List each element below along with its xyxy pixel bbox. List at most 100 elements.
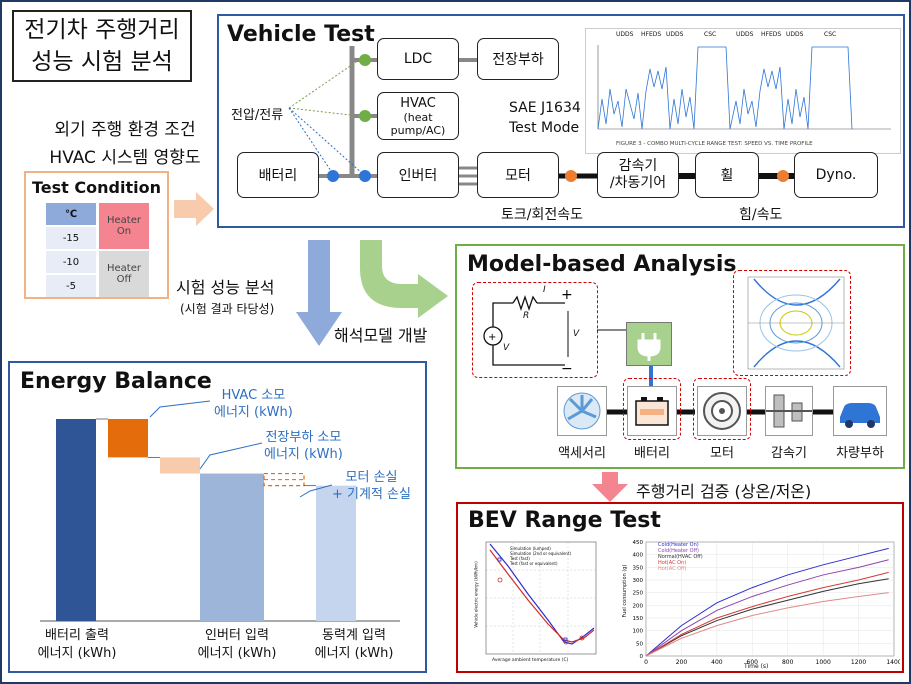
profile-label: UDDS — [666, 31, 684, 38]
series-line — [645, 547, 889, 657]
y-tick-label: 200 — [633, 603, 644, 609]
y-tick-label: 150 — [633, 616, 644, 622]
x-tick-label: 200 — [676, 659, 688, 666]
motor-loss-label: 모터 손실 + 기계적 손실 — [332, 470, 411, 502]
x-label-battery: 배터리 출력 에너지 (kWh) — [37, 628, 117, 661]
left-chart-xlabel: Average ambient temperature (C) — [492, 658, 569, 663]
energy-balance-title: Energy Balance — [20, 369, 212, 394]
arrow-right-icon — [174, 192, 214, 226]
x-tick-label: 400 — [711, 659, 723, 666]
reducer-label: 감속기 — [771, 446, 807, 461]
y-tick-label: 300 — [633, 578, 644, 584]
electric-load-box: 전장부하 — [477, 38, 559, 80]
legend-item: Hot(AC Off) — [658, 566, 687, 572]
hvac-sub-label: (heat pump/AC) — [390, 110, 446, 137]
energy-vs-temp-chart: Simulation (lumped) Simulation (2nd or e… — [468, 536, 600, 668]
vehicle-test-panel: Vehicle Test LDC 전장부하 HVAC (heat pump/AC… — [217, 14, 905, 228]
inverter-box: 인버터 — [377, 152, 459, 198]
test-analysis-label: 시험 성능 분석 — [176, 278, 275, 297]
x-label-inverter: 인버터 입력 에너지 (kWh) — [197, 628, 277, 661]
gear-reducer-icon — [765, 386, 813, 436]
hvac-energy-label: HVAC 소모 에너지 (kWh) — [214, 388, 293, 420]
svg-text:+: + — [561, 287, 573, 303]
legend-item: Cold(Heater Off) — [658, 548, 699, 554]
profile-label: UDDS — [786, 31, 804, 38]
y-tick-label: 0 — [640, 654, 644, 660]
battery-highlight — [623, 378, 681, 440]
bev-range-panel: BEV Range Test Simulation (lumped) Simul… — [456, 502, 904, 673]
bev-title: BEV Range Test — [468, 508, 661, 533]
series-line — [645, 559, 889, 657]
legend-item: Simulation (2nd or equivalent) — [510, 551, 572, 556]
legend-item: Normal(HVAC Off) — [658, 554, 703, 560]
svg-text:+: + — [488, 332, 496, 343]
test-analysis-sub-label: (시험 결과 타당성) — [180, 302, 275, 316]
title-line-2: 성능 시험 분석 — [31, 49, 173, 75]
x-tick-label: 800 — [782, 659, 794, 666]
wheel-box: 휠 — [695, 152, 759, 198]
right-chart-xlabel: Time (s) — [744, 663, 769, 670]
temp-cell: -15 — [46, 227, 96, 249]
profile-label: UDDS — [616, 31, 634, 38]
resistor-label: R — [523, 311, 530, 321]
arrow-curve-icon — [360, 240, 448, 318]
motor-loss-callout — [299, 484, 333, 498]
speed-profile-chart: UDDS HFEDS UDDS CSC UDDS HFEDS UDDS CSC … — [585, 28, 901, 154]
y-tick-label: 400 — [633, 553, 644, 559]
right-chart-legend: Cold(Heater On) Cold(Heater Off) Normal(… — [658, 542, 703, 572]
profile-label: CSC — [704, 31, 717, 38]
current-label: I — [543, 285, 546, 295]
arrow-down-pink-icon — [592, 472, 628, 502]
series-line — [645, 571, 889, 657]
model-dev-label: 해석모델 개발 — [334, 326, 428, 345]
y-tick-label: 100 — [633, 629, 644, 635]
x-tick-label: 1400 — [886, 659, 900, 666]
page-title: 전기차 주행거리 성능 시험 분석 — [12, 10, 192, 82]
legend-item: Test (fast or equivalent) — [510, 561, 558, 566]
temp-cell: -5 — [46, 275, 96, 297]
profile-caption: FIGURE 3 - COMBO MULTI-CYCLE RANGE TEST:… — [616, 141, 813, 147]
motor-box: 모터 — [477, 152, 559, 198]
right-chart-ylabel: Fuel consumption (g) — [622, 564, 628, 618]
bar-battery-output — [56, 419, 96, 621]
y-tick-label: 50 — [636, 641, 643, 647]
energy-balance-panel: Energy Balance HVAC 소모 에너지 (kWh) 전장부하 소모… — [8, 361, 427, 673]
y-tick-label: 350 — [633, 565, 644, 571]
bar-electric-load — [160, 457, 200, 474]
bar-dyno-input — [316, 485, 356, 621]
test-condition-title: Test Condition — [32, 178, 161, 197]
vehicle-test-connections — [288, 46, 794, 186]
reducer-box: 감속기 /차동기어 — [597, 152, 679, 198]
motor-highlight — [693, 378, 751, 440]
energy-vs-temp-svg — [485, 541, 597, 655]
energy-balance-chart — [40, 400, 400, 622]
bar-hvac — [108, 419, 148, 458]
temp-cell: -10 — [46, 251, 96, 273]
x-tick-label: 1000 — [816, 659, 831, 666]
load-energy-label: 전장부하 소모 에너지 (kWh) — [264, 430, 343, 462]
hvac-box: HVAC (heat pump/AC) — [377, 92, 459, 140]
temp-header: ℃ — [46, 203, 96, 225]
env-conditions: 외기 주행 환경 조건 HVAC 시스템 영향도 — [40, 116, 210, 172]
profile-label: CSC — [824, 31, 837, 38]
circuit-svg: + − + — [483, 287, 573, 377]
ldc-box: LDC — [377, 38, 459, 80]
heater-off-cell: Heater Off — [99, 251, 149, 297]
efficiency-map-svg — [747, 276, 845, 370]
model-analysis-title: Model-based Analysis — [467, 252, 737, 277]
series-line — [645, 578, 889, 657]
accessory-label: 액세서리 — [558, 446, 606, 461]
x-tick-label: 1200 — [851, 659, 866, 666]
voltage-current-label: 전압/전류 — [231, 108, 284, 123]
battery-box: 배터리 — [237, 152, 319, 198]
source-voltage-label: V — [503, 343, 510, 353]
x-label-dyno: 동력계 입력 에너지 (kWh) — [314, 628, 394, 661]
x-tick-label: 0 — [644, 659, 648, 666]
left-chart-ylabel: Vehicle electric energy (kWh/km) — [473, 561, 479, 628]
legend-item: Hot(AC On) — [658, 560, 687, 566]
vehicle-test-title: Vehicle Test — [227, 22, 375, 47]
title-line-1: 전기차 주행거리 — [24, 17, 180, 43]
arrow-down-icon — [296, 240, 342, 346]
efficiency-map — [733, 270, 851, 376]
